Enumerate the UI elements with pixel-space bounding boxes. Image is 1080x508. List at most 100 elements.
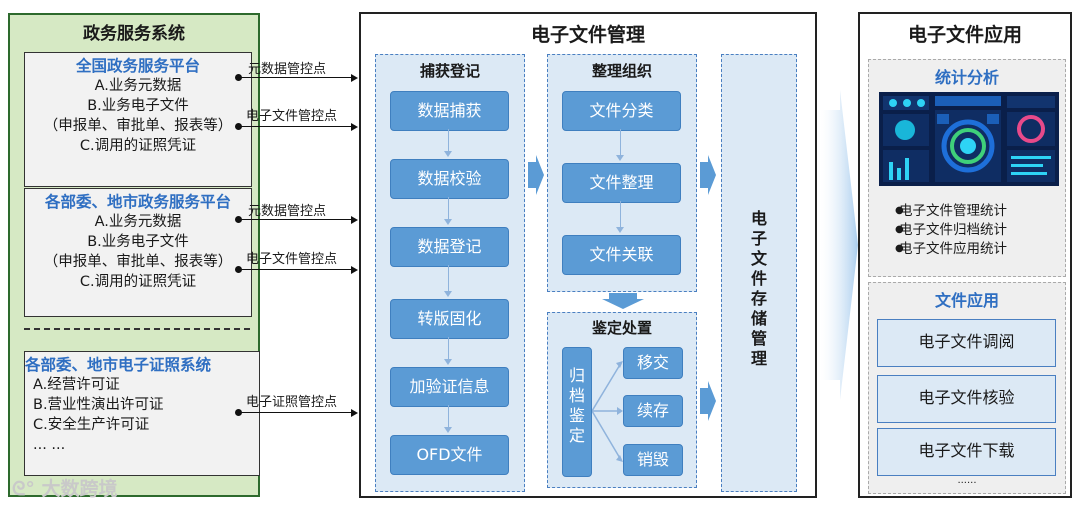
mgmt-panel-title: 电子文件管理 <box>530 24 645 46</box>
link-line-1 <box>239 77 351 78</box>
more-items: ...... <box>957 475 977 486</box>
organize-arrowhead-2 <box>616 227 624 233</box>
capture-arrowhead-4 <box>444 359 452 365</box>
capture-connector-5 <box>448 405 449 431</box>
step-data-validate: 数据校验 <box>390 159 509 199</box>
license-system-box: 各部委、地市电子证照系统 A.经营许可证 B.营业性演出许可证 C.安全生产许可… <box>24 351 260 476</box>
organize-connector-2 <box>620 201 621 231</box>
organize-to-appraise-arrow <box>602 293 644 309</box>
step-file-classify: 文件分类 <box>562 91 681 131</box>
storage-label: 电子文件存储管理 <box>750 209 767 368</box>
step-file-arrange: 文件整理 <box>562 163 681 203</box>
license-system-header: 各部委、地市电子证照系统 <box>25 356 212 374</box>
step-destroy: 销毁 <box>623 444 683 476</box>
archive-branch-arrows <box>592 361 623 462</box>
gov-panel-title: 政务服务系统 <box>83 24 185 44</box>
file-application-panel: 电子文件应用 统计分析 <box>858 12 1072 498</box>
capture-to-organize-arrow <box>528 155 544 195</box>
arrowhead-1 <box>351 74 358 82</box>
capture-connector-3 <box>448 265 449 295</box>
stat-bullet-3: 电子文件应用统计 <box>895 240 1007 258</box>
arrowhead-4 <box>351 266 358 274</box>
box3-line1: A.经营许可证 <box>33 377 120 393</box>
box1-line4: C.调用的证照凭证 <box>79 138 197 154</box>
box3-line4: ... ... <box>33 437 66 453</box>
link-dot-5 <box>235 409 242 416</box>
step-format-solidify: 转版固化 <box>390 299 509 339</box>
box3-line2: B.营业性演出许可证 <box>33 397 164 413</box>
box2-line1: A.业务元数据 <box>94 214 182 230</box>
organize-box: 整理组织 文件分类 文件整理 文件关联 <box>547 54 697 292</box>
link-line-3 <box>239 219 351 220</box>
capture-arrowhead-2 <box>444 219 452 225</box>
link-line-4 <box>239 269 351 270</box>
gov-systems-panel: 政务服务系统 全国政务服务平台 A.业务元数据 B.业务电子文件 （申报单、审批… <box>8 13 260 497</box>
file-download-item: 电子文件下载 <box>877 428 1056 476</box>
file-use-box: 文件应用 电子文件调阅 电子文件核验 电子文件下载 ...... <box>868 282 1066 494</box>
link-label-5: 电子证照管控点 <box>246 395 338 410</box>
organize-to-storage-arrow <box>700 155 716 195</box>
link-line-5 <box>239 412 351 413</box>
box2-line2: B.业务电子文件 <box>87 234 189 250</box>
arrowhead-3 <box>351 216 358 224</box>
appraise-dispose-box: 鉴定处置 归档鉴定 移交 续存 销毁 <box>547 312 697 488</box>
capture-connector-1 <box>448 129 449 155</box>
capture-connector-2 <box>448 197 449 223</box>
watermark-logo-icon: ᘓ° <box>12 478 35 500</box>
arrowhead-2 <box>351 123 358 131</box>
capture-arrowhead-1 <box>444 151 452 157</box>
mgmt-to-app-arrow <box>820 90 858 400</box>
box1-line3: （申报单、审批单、报表等） <box>43 118 233 134</box>
link-label-4: 电子文件管控点 <box>246 252 338 267</box>
watermark-text: 大数跨境 <box>41 478 118 500</box>
file-use-title: 文件应用 <box>934 291 999 310</box>
appraise-to-storage-arrow <box>700 381 716 421</box>
watermark: ᘓ° 大数跨境 <box>12 474 118 501</box>
national-platform-header: 全国政务服务平台 <box>75 57 200 75</box>
link-label-1: 元数据管控点 <box>248 62 327 77</box>
link-line-2 <box>239 126 351 127</box>
box1-line2: B.业务电子文件 <box>87 98 189 114</box>
organize-title: 整理组织 <box>591 62 652 80</box>
step-retain: 续存 <box>623 395 683 427</box>
statistics-box: 统计分析 电 <box>868 59 1066 277</box>
step-add-verification: 加验证信息 <box>390 367 509 407</box>
step-ofd-file: OFD文件 <box>390 435 509 475</box>
link-dot-4 <box>235 266 242 273</box>
arrowhead-5 <box>351 409 358 417</box>
box2-line3: （申报单、审批单、报表等） <box>43 254 233 270</box>
capture-register-box: 捕获登记 数据捕获 数据校验 数据登记 转版固化 加验证信息 OFD文件 <box>375 54 525 492</box>
step-data-register: 数据登记 <box>390 227 509 267</box>
storage-management-box: 电子文件存储管理 <box>721 54 797 492</box>
ministry-platform-box: 各部委、地市政务服务平台 A.业务元数据 B.业务电子文件 （申报单、审批单、报… <box>24 188 252 317</box>
capture-arrowhead-3 <box>444 291 452 297</box>
stat-bullet-1: 电子文件管理统计 <box>895 202 1007 220</box>
step-transfer: 移交 <box>623 347 683 379</box>
capture-title: 捕获登记 <box>419 62 480 80</box>
capture-connector-4 <box>448 337 449 363</box>
box3-line3: C.安全生产许可证 <box>33 417 150 433</box>
link-dot-1 <box>235 74 242 81</box>
link-label-3: 元数据管控点 <box>248 204 327 219</box>
link-dot-2 <box>235 123 242 130</box>
statistics-title: 统计分析 <box>934 68 999 87</box>
file-view-item: 电子文件调阅 <box>877 319 1056 367</box>
section-divider <box>24 328 250 330</box>
appraise-title: 鉴定处置 <box>591 319 652 337</box>
dashboard-thumbnail-image <box>879 92 1059 186</box>
step-file-link: 文件关联 <box>562 235 681 275</box>
step-archive-appraise: 归档鉴定 <box>562 347 592 477</box>
capture-arrowhead-5 <box>444 427 452 433</box>
organize-arrowhead-1 <box>616 155 624 161</box>
step-data-capture: 数据捕获 <box>390 91 509 131</box>
box1-line1: A.业务元数据 <box>94 78 182 94</box>
file-management-panel: 电子文件管理 捕获登记 数据捕获 数据校验 数据登记 转版固化 加验证信息 OF… <box>359 12 817 498</box>
link-label-2: 电子文件管控点 <box>246 109 338 124</box>
app-panel-title: 电子文件应用 <box>907 24 1022 46</box>
link-dot-3 <box>235 216 242 223</box>
national-platform-box: 全国政务服务平台 A.业务元数据 B.业务电子文件 （申报单、审批单、报表等） … <box>24 52 252 187</box>
stat-bullet-2: 电子文件归档统计 <box>895 221 1007 239</box>
file-verify-item: 电子文件核验 <box>877 375 1056 423</box>
ministry-platform-header: 各部委、地市政务服务平台 <box>44 193 231 211</box>
box2-line4: C.调用的证照凭证 <box>79 274 197 290</box>
